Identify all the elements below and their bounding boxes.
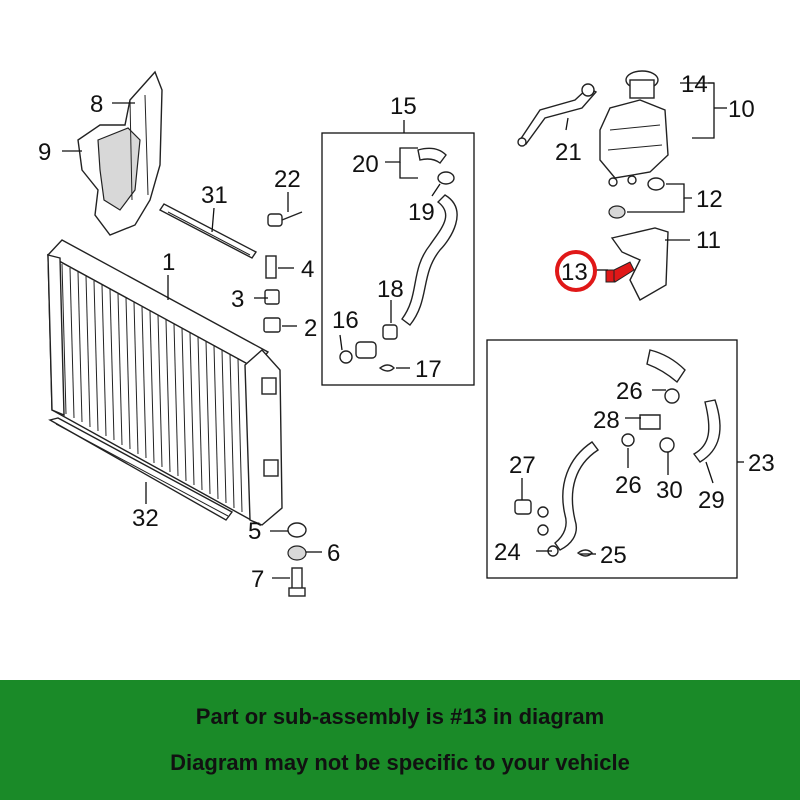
clip-part-3 (264, 289, 280, 305)
callout-23: 23 (748, 450, 775, 477)
callout-28: 28 (593, 407, 620, 434)
callout-30: 30 (656, 477, 683, 504)
callout-19: 19 (408, 199, 435, 226)
clip-part-22 (267, 211, 303, 227)
upper-hose-parts-15 (339, 147, 458, 372)
callout-21: 21 (555, 139, 582, 166)
callout-9: 9 (38, 139, 51, 166)
radiator-part-1 (46, 239, 283, 527)
callout-11: 11 (696, 227, 721, 254)
callout-13: 13 (561, 259, 588, 286)
callout-6: 6 (327, 540, 340, 567)
callout-29: 29 (698, 487, 725, 514)
callout-15: 15 (390, 93, 417, 120)
callout-3: 3 (231, 286, 244, 313)
banner-disclaimer-line: Diagram may not be specific to your vehi… (170, 750, 630, 775)
hose-part-21 (517, 83, 598, 147)
callout-2: 2 (304, 315, 317, 342)
cooling-system-diagram: 1 2 3 4 5 6 7 8 9 10 11 12 13 14 15 16 1… (38, 70, 775, 597)
callout-31: 31 (201, 182, 228, 209)
info-banner: Part or sub-assembly is #13 in diagram D… (0, 680, 800, 800)
clip-part-4 (265, 255, 277, 279)
leader-lines (62, 82, 744, 579)
callout-32: 32 (132, 505, 159, 532)
banner-part-number-line: Part or sub-assembly is #13 in diagram (195, 704, 605, 729)
expansion-tank-part-10 (599, 70, 669, 187)
callout-26a: 26 (616, 378, 643, 405)
grommet-part-5 (287, 522, 307, 538)
clip-part-2 (263, 317, 281, 333)
lower-hose-parts-23 (514, 349, 721, 557)
air-guide-part-8-9 (77, 70, 163, 236)
callout-7: 7 (251, 566, 264, 593)
callout-24: 24 (494, 539, 521, 566)
highlight-ring-13 (555, 250, 597, 292)
callout-16: 16 (332, 307, 359, 334)
grommet-part-12 (608, 177, 665, 219)
callout-1: 1 (162, 249, 175, 276)
callout-17: 17 (415, 356, 442, 383)
callout-25: 25 (600, 542, 627, 569)
callout-5: 5 (248, 518, 261, 545)
hose-kit-box-23 (486, 339, 738, 579)
callout-22: 22 (274, 166, 301, 193)
bolt-part-13 (605, 261, 635, 283)
seal-bar-part-31 (158, 203, 258, 259)
callout-27: 27 (509, 452, 536, 479)
callout-numbers: 1 2 3 4 5 6 7 8 9 10 11 12 13 14 15 16 1… (38, 71, 775, 593)
callout-10: 10 (728, 96, 755, 123)
grommet-part-6 (287, 545, 307, 561)
bolt-part-7 (288, 567, 306, 597)
callout-20: 20 (352, 151, 379, 178)
bracket-part-11 (610, 227, 669, 301)
callout-4: 4 (301, 256, 314, 283)
seal-strip-part-32 (48, 417, 234, 521)
hose-kit-box-15 (321, 132, 475, 386)
callout-14: 14 (681, 71, 708, 98)
callout-12: 12 (696, 186, 723, 213)
callout-26b: 26 (615, 472, 642, 499)
callout-18: 18 (377, 276, 404, 303)
callout-8: 8 (90, 91, 103, 118)
